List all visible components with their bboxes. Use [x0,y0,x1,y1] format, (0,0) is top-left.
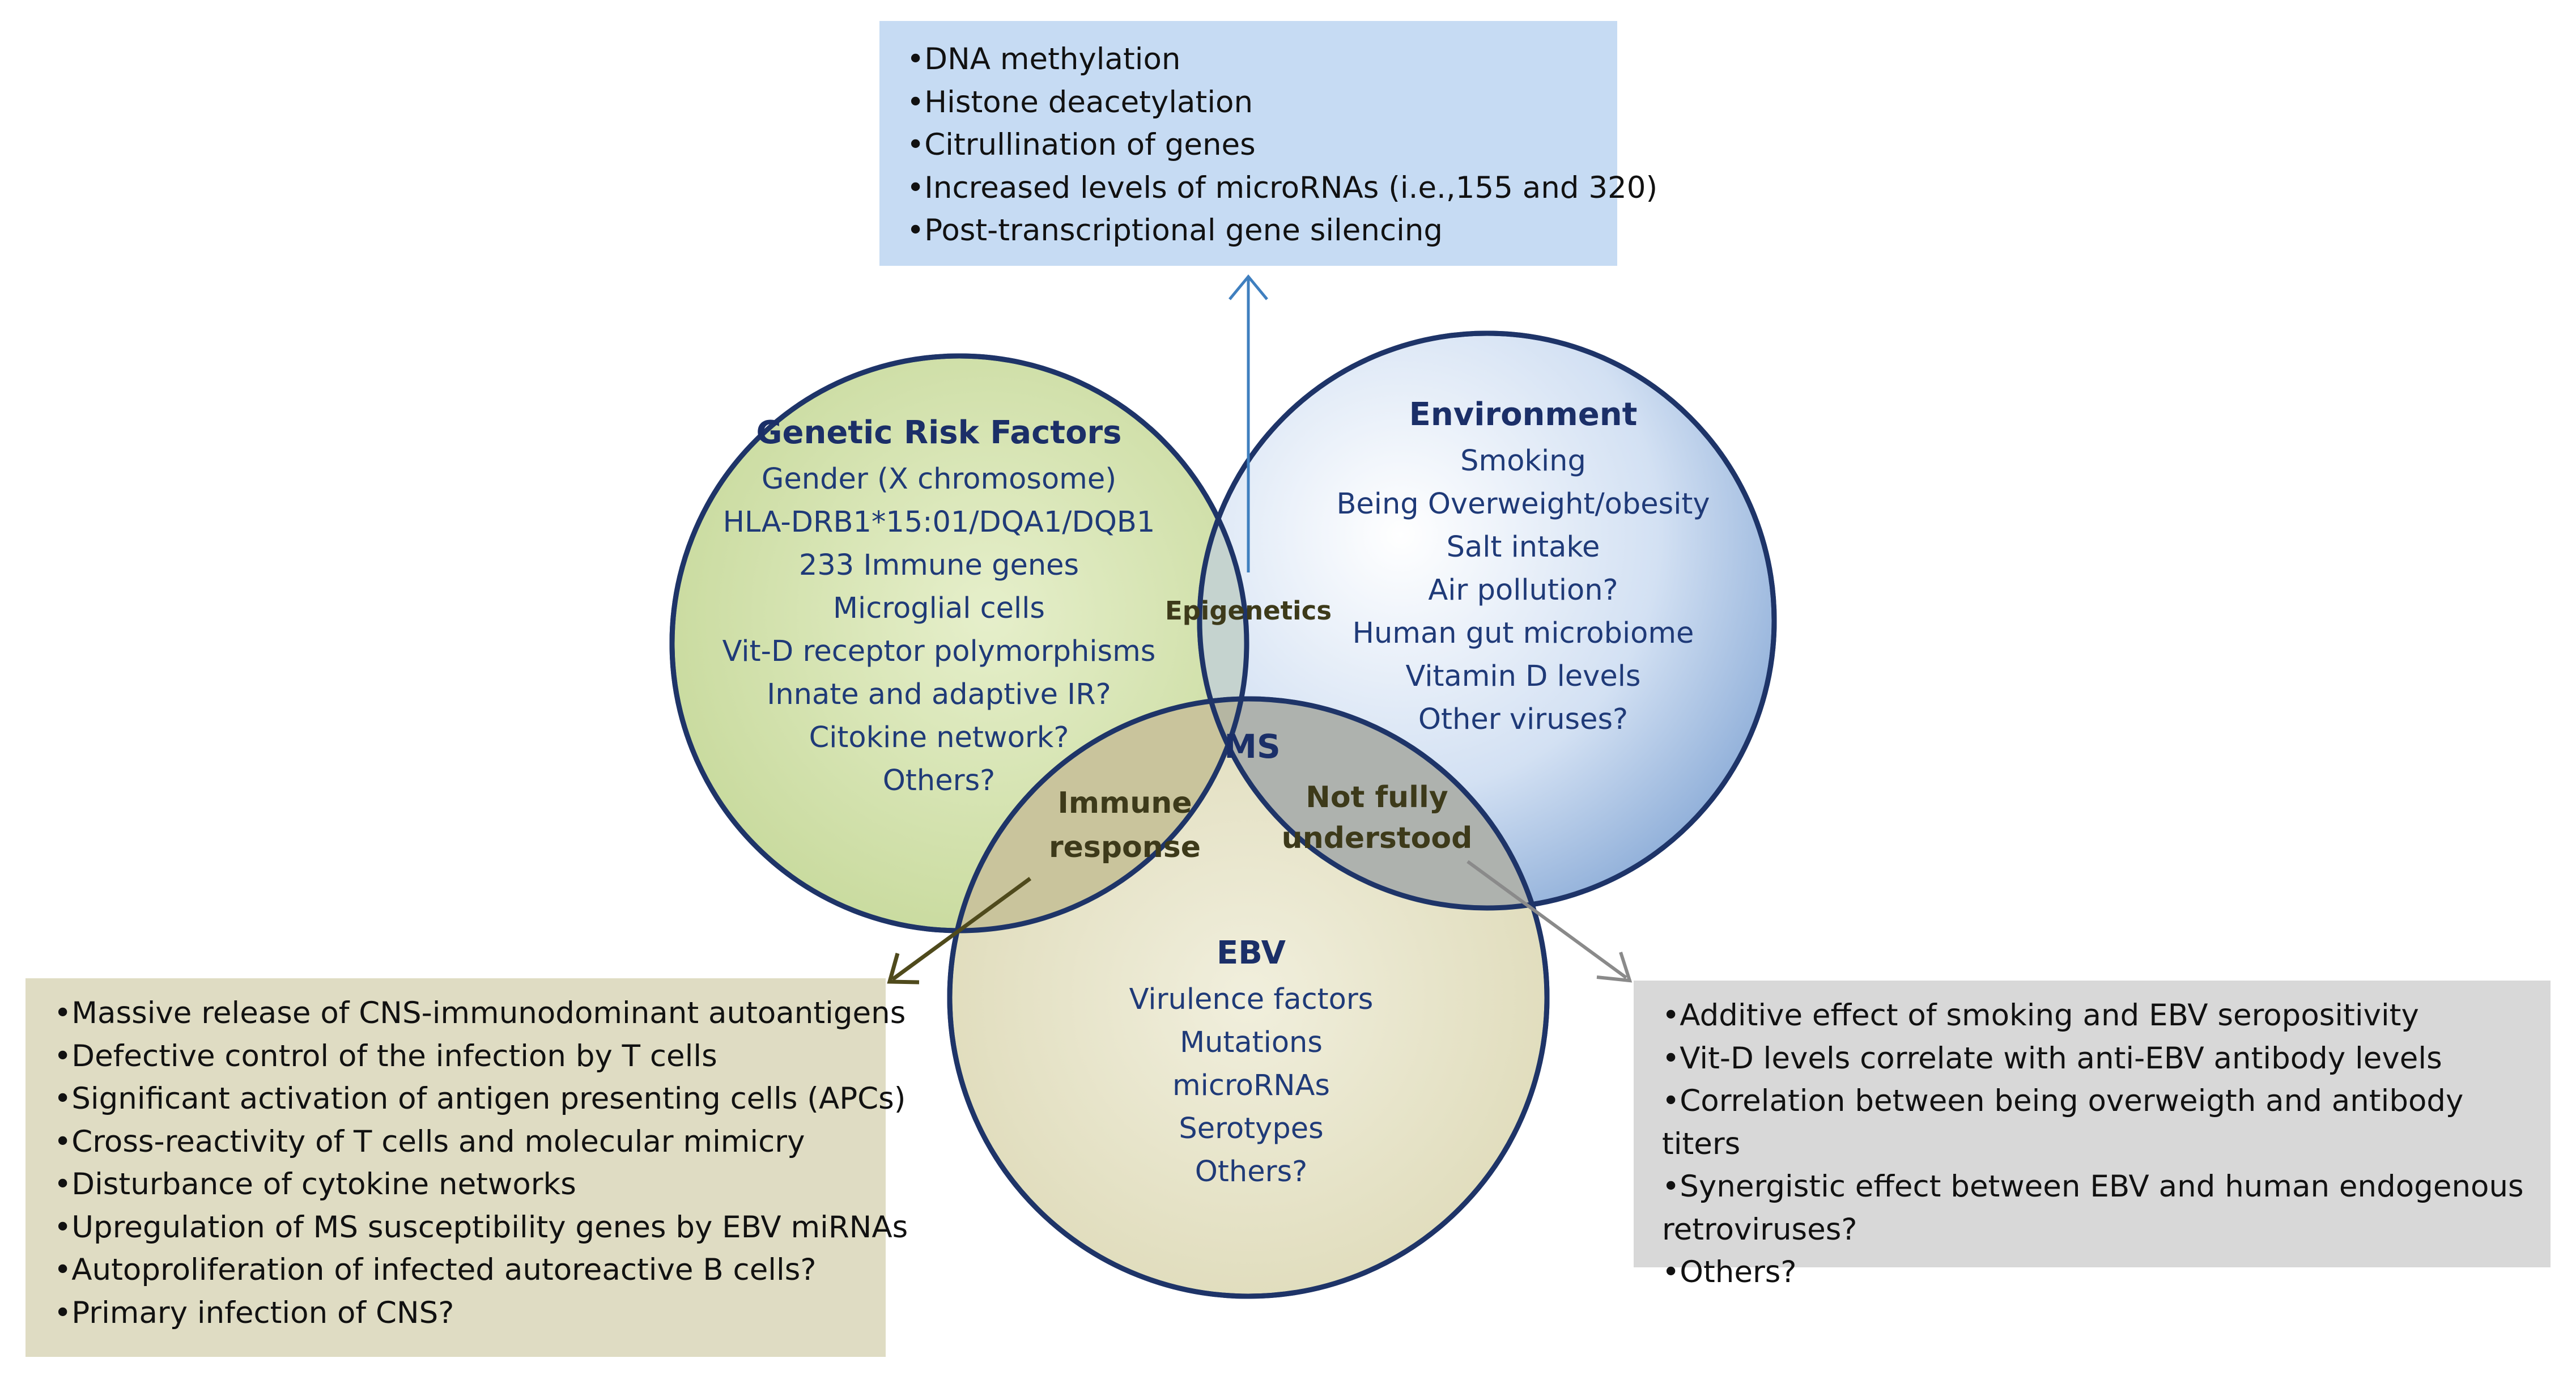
environment-item: Vitamin D levels [1406,660,1641,693]
genetic-item: Others? [883,764,995,797]
arrowhead-olive [887,953,920,985]
environment-title: Environment [1409,396,1638,433]
genetic-item: Vit-D receptor polymorphisms [722,635,1156,668]
genetic-item: Microglial cells [833,592,1045,625]
ebv-item: Serotypes [1179,1112,1323,1145]
immune-box-item: Significant activation of antigen presen… [54,1077,906,1121]
environment-item: Being Overweight/obesity [1336,487,1710,521]
not-fully-understood-box: Additive effect of smoking and EBV serop… [1634,981,2551,1289]
not-fully-box-item: Others? [1662,1251,2551,1294]
ms-label: MS [1224,727,1281,766]
arrowhead-gray [1596,952,1633,983]
immune-label-line1: Immune [1057,786,1192,820]
epigenetics-box-item: Post-transcriptional gene silencing [907,209,1617,252]
genetic-title: Genetic Risk Factors [756,414,1122,451]
ebv-item: Mutations [1180,1026,1323,1059]
arrowhead-up [1229,274,1268,300]
environment-item: Human gut microbiome [1353,617,1694,650]
genetic-item: HLA-DRB1*15:01/DQA1/DQB1 [723,506,1155,539]
not-fully-label-line2: understood [1282,821,1473,855]
epigenetics-label: Epigenetics [1165,596,1332,626]
epigenetics-box-item: Increased levels of microRNAs (i.e.,155 … [907,167,1657,210]
not-fully-box-item: Additive effect of smoking and EBV serop… [1662,994,2551,1037]
environment-item: Salt intake [1447,531,1600,564]
genetic-item: Innate and adaptive IR? [767,678,1111,711]
epigenetics-box-item: Histone deacetylation [907,81,1617,124]
immune-box-item: Primary infection of CNS? [54,1292,886,1335]
ebv-item: microRNAs [1172,1069,1330,1102]
immune-box-item: Massive release of CNS-immunodominant au… [54,992,906,1035]
genetic-item: Citokine network? [809,721,1069,754]
arrow-to-not-fully-box [1466,860,1627,979]
not-fully-box-item: Vit-D levels correlate with anti-EBV ant… [1662,1037,2551,1080]
immune-overlap [950,699,1247,931]
epigenetics-box: DNA methylation Histone deacetylation Ci… [879,21,1657,266]
not-fully-overlap [1200,699,1547,908]
epigenetics-box-item: Citrullination of genes [907,124,1617,167]
not-fully-label-line1: Not fully [1306,780,1448,814]
ebv-item: Virulence factors [1129,983,1374,1016]
ebv-title: EBV [1217,935,1286,971]
immune-label-line2: response [1049,830,1201,864]
immune-box-item: Upregulation of MS susceptibility genes … [54,1206,908,1249]
environment-item: Other viruses? [1418,703,1628,736]
epigenetics-box-item: DNA methylation [907,38,1617,81]
immune-response-box: Massive release of CNS-immunodominant au… [25,978,908,1357]
genetic-item: Gender (X chromosome) [762,463,1116,496]
not-fully-box-item: Synergistic effect between EBV and human… [1662,1165,2551,1251]
arrow-to-immune-box [891,877,1032,981]
environment-item: Air pollution? [1428,574,1618,607]
immune-box-item: Defective control of the infection by T … [54,1035,886,1078]
immune-box-item: Cross-reactivity of T cells and molecula… [54,1121,886,1164]
immune-box-item: Disturbance of cytokine networks [54,1163,886,1206]
not-fully-box-item: Correlation between being overweigth and… [1662,1080,2551,1165]
ebv-item: Others? [1195,1155,1307,1189]
environment-item: Smoking [1460,444,1586,478]
immune-box-item: Autoproliferation of infected autoreacti… [54,1249,886,1292]
genetic-item: 233 Immune genes [799,549,1079,582]
